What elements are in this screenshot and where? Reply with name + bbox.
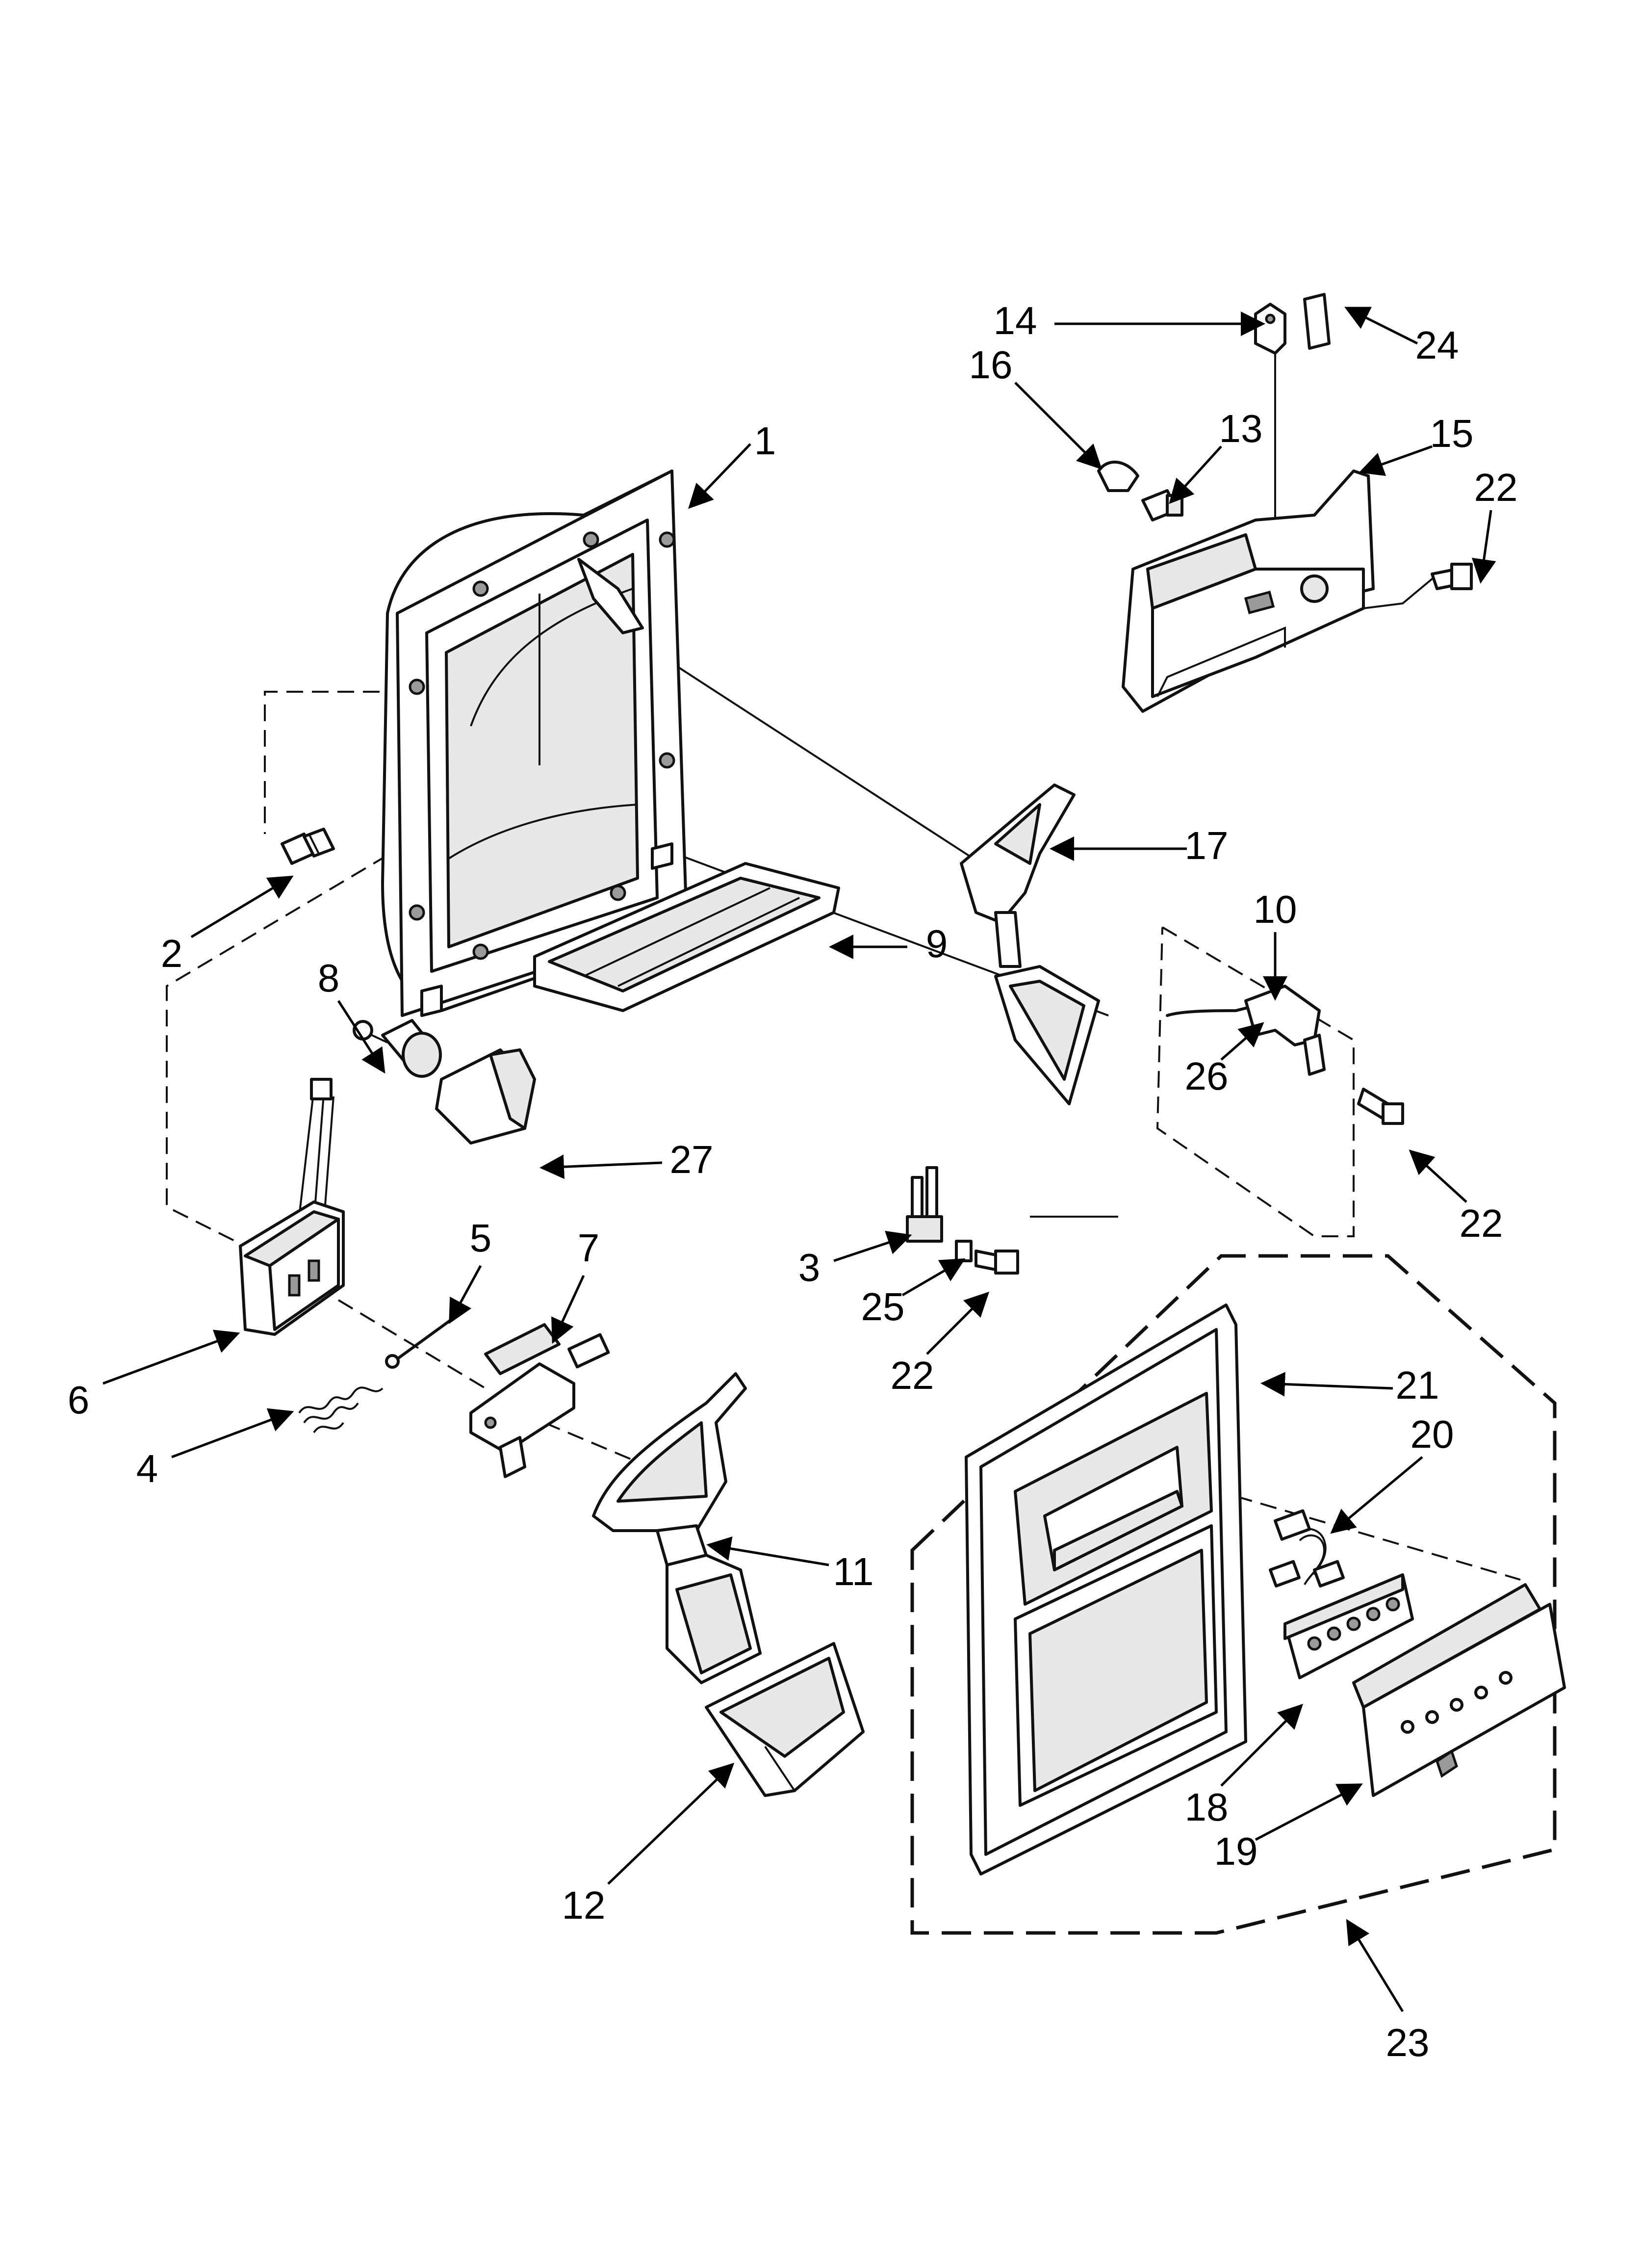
part-4-spring bbox=[298, 1386, 384, 1434]
leader-arrow-4 bbox=[171, 1408, 294, 1459]
callout-label-2: 2 bbox=[161, 932, 183, 975]
leader-arrow-24 bbox=[1344, 307, 1418, 345]
part-22-screw-b bbox=[1357, 1088, 1404, 1125]
part-17-ice-lever bbox=[960, 783, 1100, 1105]
leader-arrow-19 bbox=[1255, 1783, 1363, 1841]
leader-arrow-21 bbox=[1260, 1372, 1393, 1397]
part-8-solenoid bbox=[353, 1019, 442, 1078]
part-24-plate bbox=[1303, 293, 1331, 350]
leader-arrow-12 bbox=[607, 1763, 735, 1885]
part-27-cover bbox=[435, 1048, 536, 1145]
leader-arrow-23 bbox=[1346, 1919, 1404, 2012]
part-1-dispenser-housing bbox=[381, 469, 688, 1017]
callout-label-12: 12 bbox=[562, 1883, 606, 1927]
callout-label-8: 8 bbox=[318, 956, 340, 1000]
leader-arrow-8 bbox=[337, 1000, 385, 1074]
callout-label-16: 16 bbox=[969, 343, 1013, 387]
callout-label-24: 24 bbox=[1415, 323, 1459, 367]
leader-arrow-26 bbox=[1220, 1022, 1264, 1061]
part-20-wire-harness bbox=[1269, 1509, 1345, 1588]
leader-arrow-6 bbox=[103, 1330, 240, 1385]
callout-label-10: 10 bbox=[1254, 887, 1297, 931]
callout-label-22b: 22 bbox=[1460, 1201, 1503, 1245]
callout-label-1: 1 bbox=[754, 419, 776, 463]
leader-arrow-27 bbox=[539, 1154, 663, 1179]
callout-label-5: 5 bbox=[470, 1216, 492, 1260]
callout-label-4: 4 bbox=[136, 1447, 158, 1490]
leader-arrow-22a bbox=[1471, 510, 1496, 584]
leader-arrow-15 bbox=[1359, 445, 1433, 476]
callout-label-14: 14 bbox=[994, 299, 1037, 342]
leader-arrow-2 bbox=[190, 875, 294, 938]
part-6-switch-box bbox=[239, 1078, 345, 1336]
leader-arrow-5 bbox=[449, 1265, 482, 1324]
callout-label-13: 13 bbox=[1219, 407, 1263, 450]
callout-label-11: 11 bbox=[833, 1550, 873, 1593]
callout-label-20: 20 bbox=[1411, 1412, 1454, 1456]
part-15-control-housing bbox=[1122, 469, 1375, 713]
leader-arrow-1 bbox=[688, 443, 751, 509]
callout-label-21: 21 bbox=[1396, 1363, 1439, 1407]
callout-label-19: 19 bbox=[1214, 1829, 1258, 1873]
callout-label-22c: 22 bbox=[891, 1354, 934, 1397]
callout-label-23: 23 bbox=[1386, 2021, 1430, 2064]
part-9-drip-tray bbox=[533, 862, 840, 1012]
part-18-control-board bbox=[1283, 1573, 1414, 1679]
part-12-ice-chute bbox=[705, 1642, 865, 1797]
leader-arrow-13 bbox=[1169, 445, 1222, 504]
part-11-water-lever bbox=[592, 1372, 762, 1684]
leader-arrow-22c bbox=[926, 1291, 990, 1355]
callout-label-18: 18 bbox=[1185, 1785, 1229, 1829]
leader-arrow-25 bbox=[901, 1258, 966, 1297]
part-21-front-panel bbox=[965, 1303, 1247, 1876]
part-16-lamp bbox=[1097, 461, 1139, 492]
part-3-clip bbox=[906, 1166, 943, 1243]
leader-arrow-3 bbox=[833, 1230, 912, 1262]
callout-label-9: 9 bbox=[926, 922, 948, 965]
part-2-screw bbox=[281, 828, 335, 865]
part-14-switch bbox=[1254, 303, 1286, 355]
part-25-bracket bbox=[955, 1240, 973, 1262]
leader-arrow-20 bbox=[1330, 1456, 1423, 1534]
callout-label-3: 3 bbox=[798, 1246, 821, 1289]
callout-label-25: 25 bbox=[861, 1285, 905, 1329]
part-5-pin bbox=[385, 1318, 453, 1369]
part-7-actuator bbox=[469, 1323, 610, 1478]
callout-label-7: 7 bbox=[578, 1226, 600, 1270]
callout-label-17: 17 bbox=[1185, 824, 1229, 867]
part-19-faceplate bbox=[1352, 1583, 1566, 1797]
callout-label-27: 27 bbox=[670, 1138, 714, 1181]
leader-arrow-22b bbox=[1409, 1149, 1467, 1203]
leader-arrow-18 bbox=[1220, 1703, 1304, 1787]
leader-arrow-11 bbox=[706, 1536, 829, 1566]
callout-label-15: 15 bbox=[1430, 412, 1474, 455]
leader-arrow-16 bbox=[1014, 382, 1103, 470]
callout-label-26: 26 bbox=[1185, 1054, 1229, 1098]
leader-arrow-7 bbox=[551, 1275, 585, 1344]
part-22-screw-a bbox=[1431, 563, 1473, 590]
callout-leaders bbox=[103, 307, 1496, 2012]
callout-label-22a: 22 bbox=[1474, 466, 1518, 509]
callout-labels: 1234567891011121314151617181920212222222… bbox=[68, 299, 1518, 2064]
part-22-screw-c bbox=[975, 1250, 1019, 1275]
callout-label-6: 6 bbox=[68, 1378, 90, 1422]
